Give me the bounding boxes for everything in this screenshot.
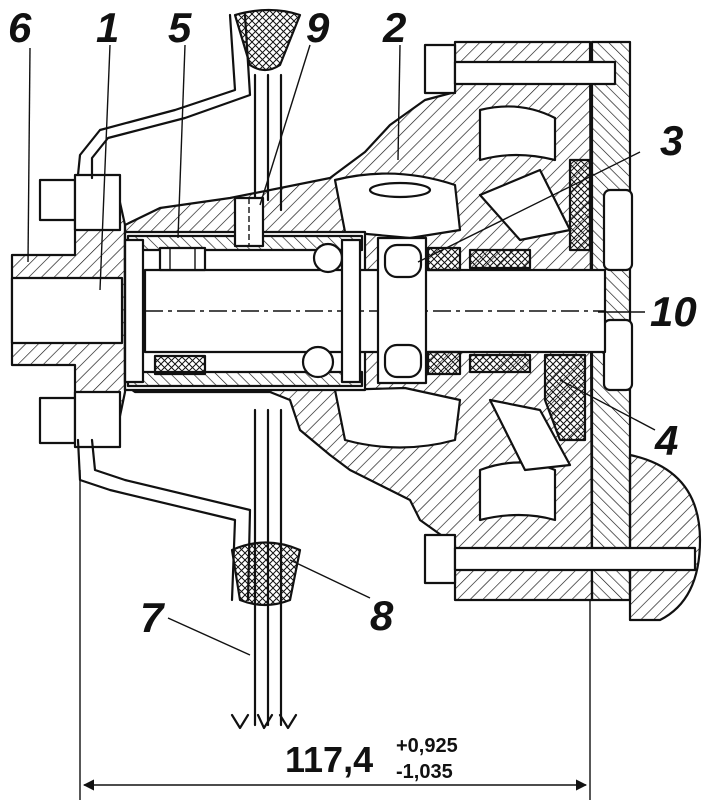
callout-8: 8 <box>370 592 394 639</box>
dimension-tolerance-lower: -1,035 <box>396 761 453 783</box>
bolt-top <box>423 43 617 95</box>
callout-1: 1 <box>96 4 119 51</box>
leader-lines <box>27 44 656 656</box>
drive-belt <box>230 73 298 730</box>
dimension-line <box>79 470 591 800</box>
stopper-screw <box>233 196 265 248</box>
callout-6: 6 <box>8 4 32 51</box>
dimension-value: 117,4 <box>285 739 373 780</box>
shaft-seal <box>376 236 462 385</box>
callout-7: 7 <box>140 594 165 641</box>
hub-flange <box>10 173 127 449</box>
callout-3: 3 <box>660 117 683 164</box>
callout-4: 4 <box>654 417 678 464</box>
pulley <box>76 8 302 607</box>
callout-5: 5 <box>168 4 192 51</box>
callout-2: 2 <box>382 4 406 51</box>
bolt-bottom <box>423 533 697 585</box>
callout-9: 9 <box>306 4 330 51</box>
callout-10: 10 <box>650 288 697 335</box>
shaft-bearing-assembly <box>123 230 607 392</box>
dimension-tolerance-upper: +0,925 <box>396 735 458 757</box>
